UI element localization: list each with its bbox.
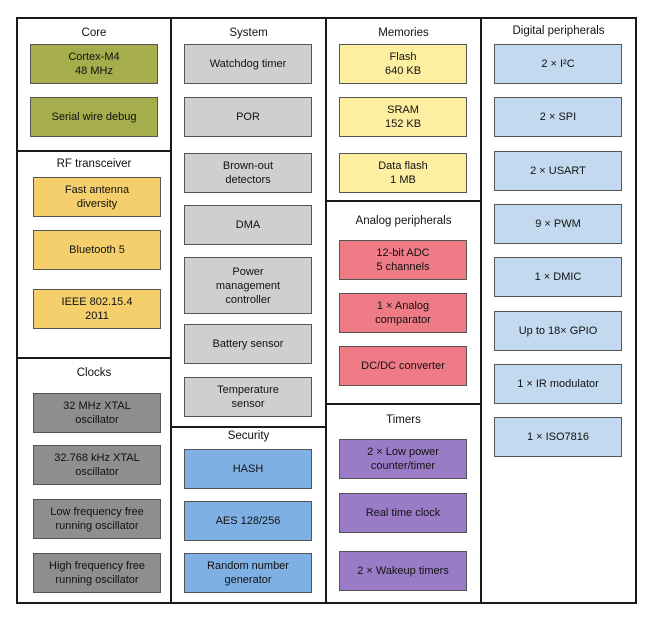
fast-antenna-diversity-block: Fast antenna diversity: [33, 177, 161, 217]
system-title: System: [229, 27, 268, 39]
analog-peripherals-title: Analog peripherals: [355, 215, 452, 227]
usart-block: 2 × USART: [494, 151, 622, 191]
pwm-block: 9 × PWM: [494, 204, 622, 244]
32mhz-xtal-block: 32 MHz XTAL oscillator: [33, 393, 161, 433]
dmic-block: 1 × DMIC: [494, 257, 622, 297]
gpio-block: Up to 18× GPIO: [494, 311, 622, 351]
system-section: System Watchdog timer POR Brown-out dete…: [170, 17, 327, 428]
clocks-section: Clocks 32 MHz XTAL oscillator 32.768 kHz…: [16, 357, 172, 604]
por-block: POR: [184, 97, 312, 137]
dma-block: DMA: [184, 205, 312, 245]
digital-peripherals-section: Digital peripherals 2 × I²C 2 × SPI 2 × …: [480, 17, 637, 604]
hash-block: HASH: [184, 449, 312, 489]
rf-transceiver-title: RF transceiver: [56, 158, 132, 170]
core-section: Core Cortex-M4 48 MHz Serial wire debug: [16, 17, 172, 152]
high-freq-oscillator-block: High frequency free running oscillator: [33, 553, 161, 593]
i2c-block: 2 × I²C: [494, 44, 622, 84]
adc-block: 12-bit ADC 5 channels: [339, 240, 467, 280]
analog-peripherals-section: Analog peripherals 12-bit ADC 5 channels…: [325, 200, 482, 405]
brown-out-detectors-block: Brown-out detectors: [184, 153, 312, 193]
data-flash-block: Data flash 1 MB: [339, 153, 467, 193]
battery-sensor-block: Battery sensor: [184, 324, 312, 364]
cortex-m4-block: Cortex-M4 48 MHz: [30, 44, 158, 84]
sram-block: SRAM 152 KB: [339, 97, 467, 137]
spi-block: 2 × SPI: [494, 97, 622, 137]
serial-wire-debug-block: Serial wire debug: [30, 97, 158, 137]
temperature-sensor-block: Temperature sensor: [184, 377, 312, 417]
wakeup-timers-block: 2 × Wakeup timers: [339, 551, 467, 591]
watchdog-timer-block: Watchdog timer: [184, 44, 312, 84]
power-management-block: Power management controller: [184, 257, 312, 314]
aes-block: AES 128/256: [184, 501, 312, 541]
timers-title: Timers: [386, 414, 421, 426]
timers-section: Timers 2 × Low power counter/timer Real …: [325, 403, 482, 604]
bluetooth-5-block: Bluetooth 5: [33, 230, 161, 270]
iso7816-block: 1 × ISO7816: [494, 417, 622, 457]
analog-comparator-block: 1 × Analog comparator: [339, 293, 467, 333]
32khz-xtal-block: 32.768 kHz XTAL oscillator: [33, 445, 161, 485]
ieee-802-15-4-block: IEEE 802.15.4 2011: [33, 289, 161, 329]
memories-section: Memories Flash 640 KB SRAM 152 KB Data f…: [325, 17, 482, 202]
rf-transceiver-section: RF transceiver Fast antenna diversity Bl…: [16, 150, 172, 359]
low-power-counter-block: 2 × Low power counter/timer: [339, 439, 467, 479]
random-number-generator-block: Random number generator: [184, 553, 312, 593]
core-title: Core: [81, 27, 107, 39]
dc-dc-converter-block: DC/DC converter: [339, 346, 467, 386]
clocks-title: Clocks: [76, 367, 112, 379]
flash-block: Flash 640 KB: [339, 44, 467, 84]
ir-modulator-block: 1 × IR modulator: [494, 364, 622, 404]
real-time-clock-block: Real time clock: [339, 493, 467, 533]
security-title: Security: [227, 430, 270, 442]
low-freq-oscillator-block: Low frequency free running oscillator: [33, 499, 161, 539]
security-section: Security HASH AES 128/256 Random number …: [170, 426, 327, 604]
memories-title: Memories: [378, 27, 429, 39]
digital-peripherals-title: Digital peripherals: [512, 25, 605, 37]
